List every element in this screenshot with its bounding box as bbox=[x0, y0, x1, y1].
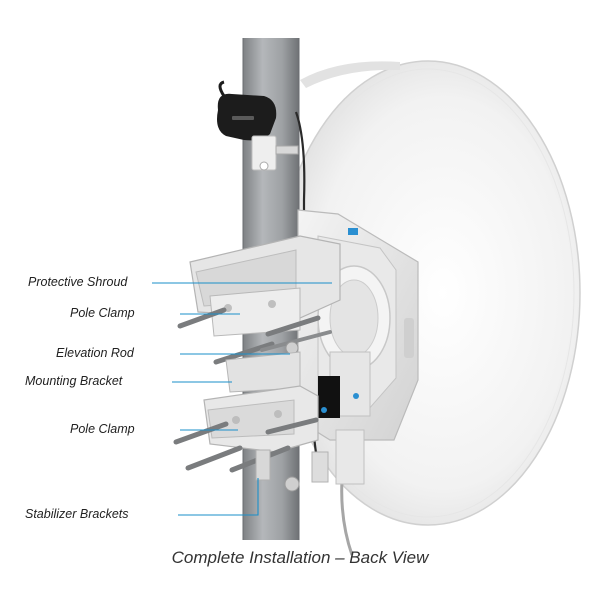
mounting-bracket bbox=[225, 351, 301, 393]
figure-caption: Complete Installation – Back View bbox=[171, 548, 429, 567]
ubiquiti-logo-icon bbox=[321, 228, 359, 413]
label-mounting-bracket: Mounting Bracket bbox=[25, 374, 123, 388]
label-protective-shroud: Protective Shroud bbox=[28, 275, 128, 289]
stabilizer-brackets bbox=[255, 449, 329, 492]
upper-threaded-rods bbox=[177, 307, 321, 365]
label-stabilizer-brackets: Stabilizer Brackets bbox=[25, 507, 129, 521]
label-elevation-rod: Elevation Rod bbox=[56, 346, 134, 360]
leader-lines bbox=[152, 282, 332, 516]
label-pole-clamp-upper: Pole Clamp bbox=[70, 306, 135, 320]
upper-pole-clamp bbox=[189, 235, 341, 337]
elevation-rod bbox=[260, 330, 332, 355]
ground-cable bbox=[340, 479, 354, 556]
label-pole-clamp-lower: Pole Clamp bbox=[70, 422, 135, 436]
lower-pole-clamp bbox=[203, 385, 319, 453]
radio-pod-icon bbox=[217, 80, 299, 171]
